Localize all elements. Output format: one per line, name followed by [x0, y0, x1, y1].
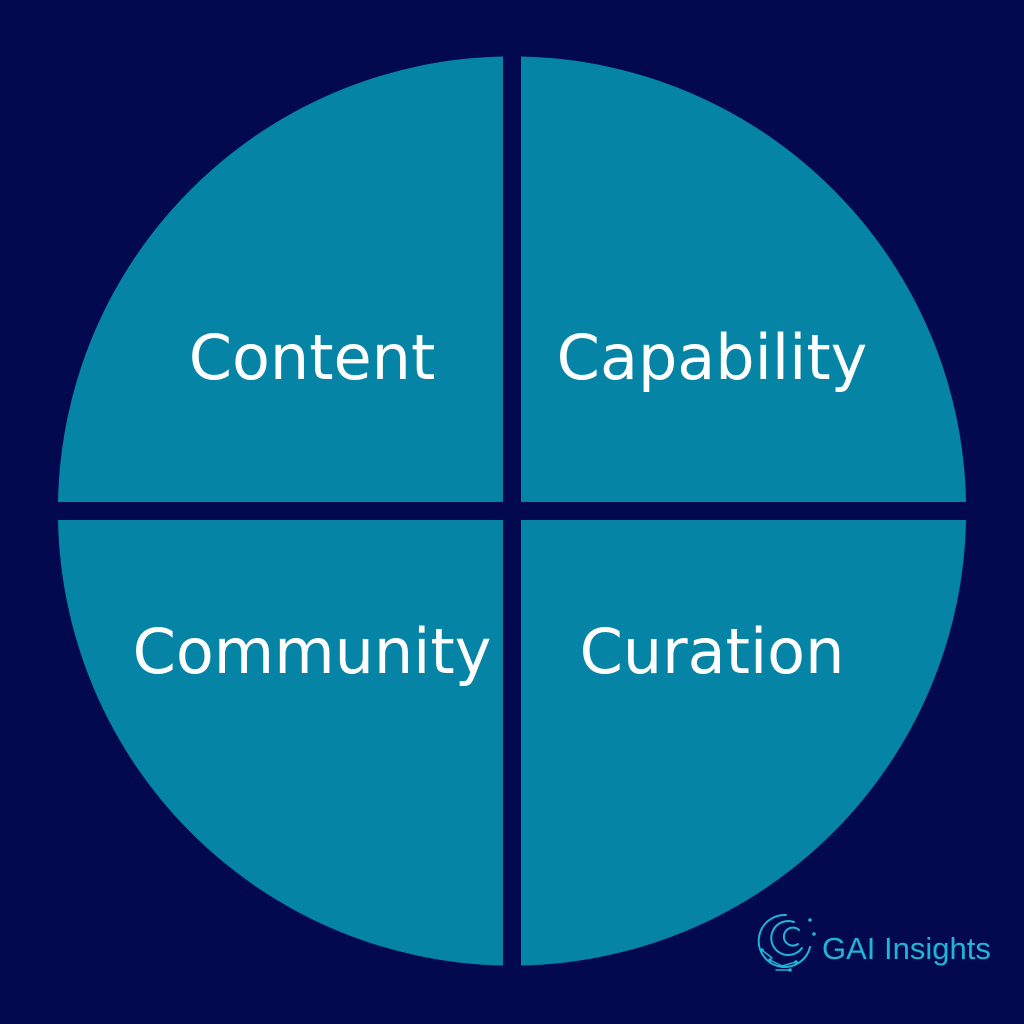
quadrant-bottom-right — [521, 520, 966, 966]
quadrant-top-right — [521, 56, 966, 502]
quadrant-label-capability: Capability — [557, 321, 868, 394]
quadrant-label-curation: Curation — [580, 615, 845, 688]
swirl-logo-icon — [757, 913, 816, 972]
quadrant-label-content: Content — [189, 321, 436, 394]
quadrant-label-community: Community — [133, 615, 492, 688]
quadrant-top-left — [58, 56, 503, 502]
brand-name: GAI Insights — [822, 931, 991, 966]
quadrant-bottom-left — [58, 520, 503, 966]
